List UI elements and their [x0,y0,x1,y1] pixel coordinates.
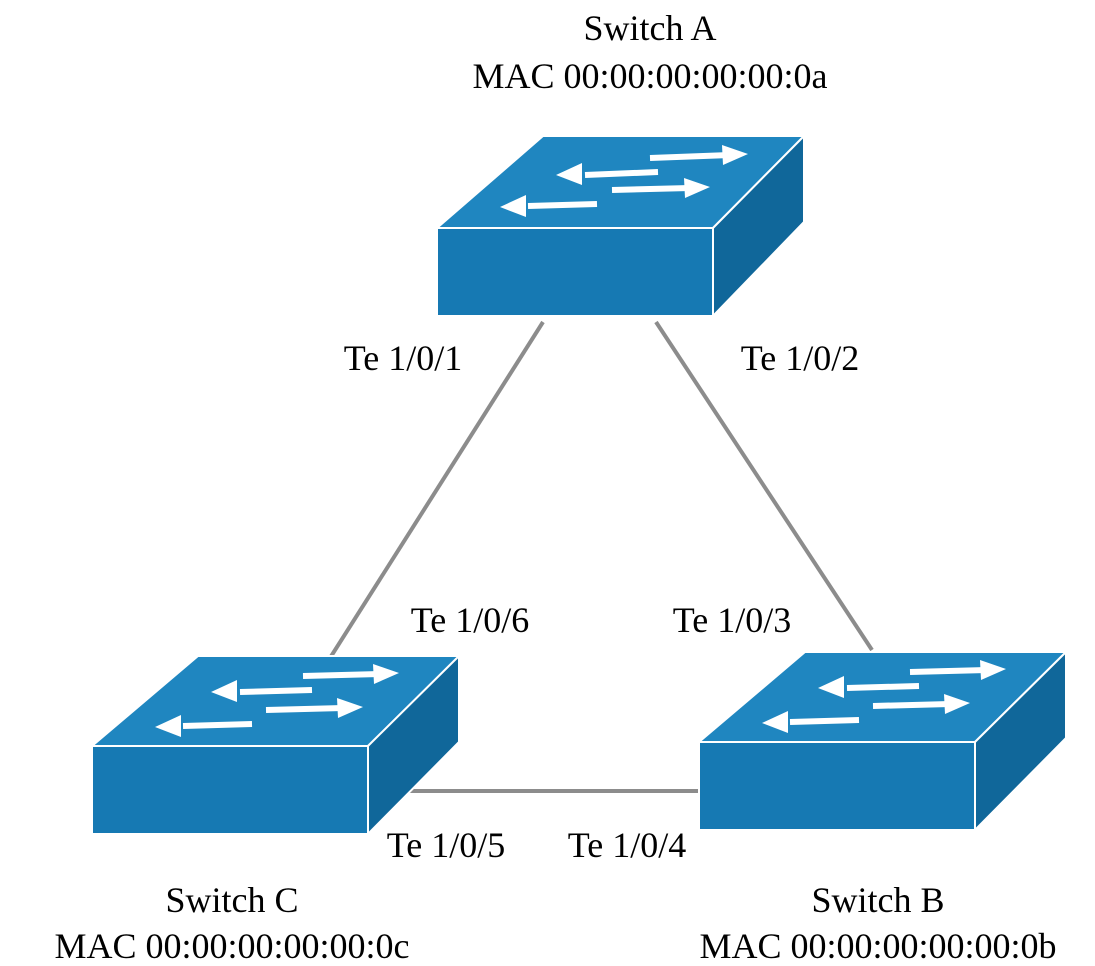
switch-b: Switch B MAC 00:00:00:00:00:0b [696,649,1069,966]
switch-b-mac: MAC 00:00:00:00:00:0b [699,926,1056,966]
port-label-te-1-0-3: Te 1/0/3 [673,600,791,640]
port-label-te-1-0-2: Te 1/0/2 [741,338,859,378]
switch-c-name: Switch C [165,880,298,920]
network-switch-icon [434,133,807,319]
switch-c: Switch C MAC 00:00:00:00:00:0c [54,653,462,966]
links [328,320,874,793]
switch-b-front [698,741,976,831]
switch-b-name: Switch B [811,880,944,920]
network-switch-icon [696,649,1069,833]
port-label-te-1-0-4: Te 1/0/4 [568,825,686,865]
port-label-te-1-0-6: Te 1/0/6 [411,600,529,640]
port-label-te-1-0-1: Te 1/0/1 [344,338,462,378]
switch-a-front [436,227,714,317]
link-a-b [654,320,874,652]
switch-a: Switch A MAC 00:00:00:00:00:0a [434,8,828,319]
switch-c-front [91,745,369,835]
link-a-c [328,320,545,660]
switch-a-mac: MAC 00:00:00:00:00:0a [472,56,827,96]
switch-c-mac: MAC 00:00:00:00:00:0c [54,926,409,966]
port-label-te-1-0-5: Te 1/0/5 [387,825,505,865]
arrow-icon [762,660,1006,733]
network-switch-icon [89,653,462,837]
arrow-icon [500,145,748,217]
port-labels: Te 1/0/1 Te 1/0/6 Te 1/0/2 Te 1/0/3 Te 1… [344,338,859,865]
switch-a-name: Switch A [583,8,716,48]
arrow-icon [155,664,399,737]
